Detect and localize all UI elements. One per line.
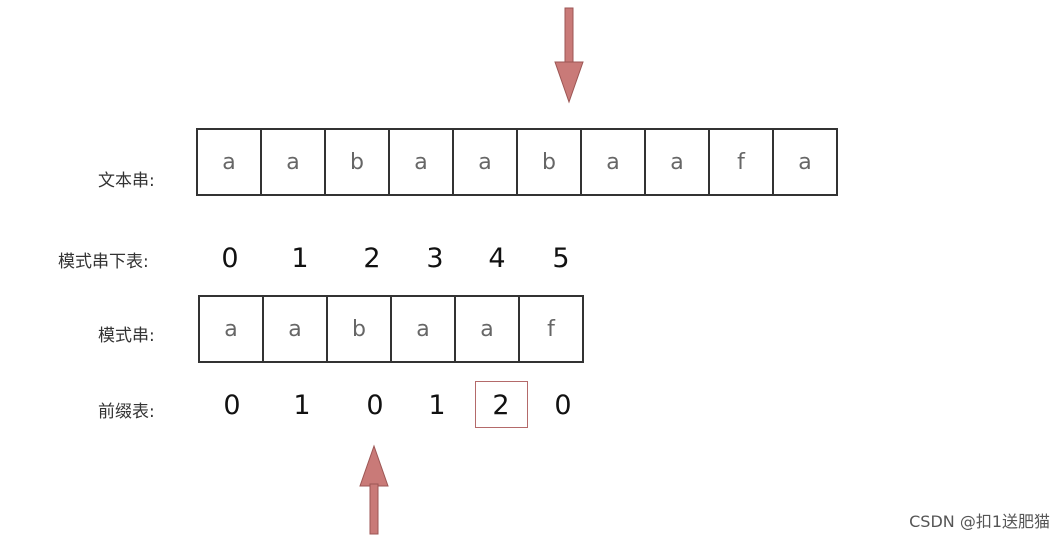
watermark: CSDN @扣1送肥猫: [909, 512, 1050, 531]
pattern-char-cell: b: [326, 295, 392, 363]
text-char-cell: b: [324, 128, 390, 196]
prefix-value: 1: [428, 390, 446, 421]
pattern-char-cell: a: [198, 295, 264, 363]
pattern-index-value: 2: [363, 243, 381, 274]
prefix-table-label: 前缀表:: [98, 402, 155, 422]
prefix-value: 1: [293, 390, 311, 421]
pattern-char-cell: a: [262, 295, 328, 363]
text-char-cell: a: [644, 128, 710, 196]
prefix-value: 0: [554, 390, 572, 421]
text-string-label: 文本串:: [98, 171, 155, 191]
text-char-cell: b: [516, 128, 582, 196]
text-char-cell: a: [772, 128, 838, 196]
prefix-highlight-box: [475, 381, 528, 428]
pattern-string-label: 模式串:: [98, 326, 155, 346]
down-arrow-icon: [554, 7, 584, 104]
pattern-char-cell: f: [518, 295, 584, 363]
pattern-index-value: 1: [291, 243, 309, 274]
up-arrow-icon: [359, 444, 389, 535]
prefix-value: 0: [366, 390, 384, 421]
prefix-value: 0: [223, 390, 241, 421]
prefix-value: 2: [492, 390, 510, 421]
text-char-cell: a: [260, 128, 326, 196]
text-char-cell: a: [452, 128, 518, 196]
pattern-index-value: 4: [488, 243, 506, 274]
text-char-cell: a: [580, 128, 646, 196]
pattern-index-value: 0: [221, 243, 239, 274]
pattern-index-value: 3: [426, 243, 444, 274]
pattern-index-label: 模式串下表:: [58, 252, 149, 272]
text-char-cell: a: [196, 128, 262, 196]
pattern-char-cell: a: [454, 295, 520, 363]
text-char-cell: a: [388, 128, 454, 196]
text-char-cell: f: [708, 128, 774, 196]
pattern-char-cell: a: [390, 295, 456, 363]
pattern-index-value: 5: [552, 243, 570, 274]
